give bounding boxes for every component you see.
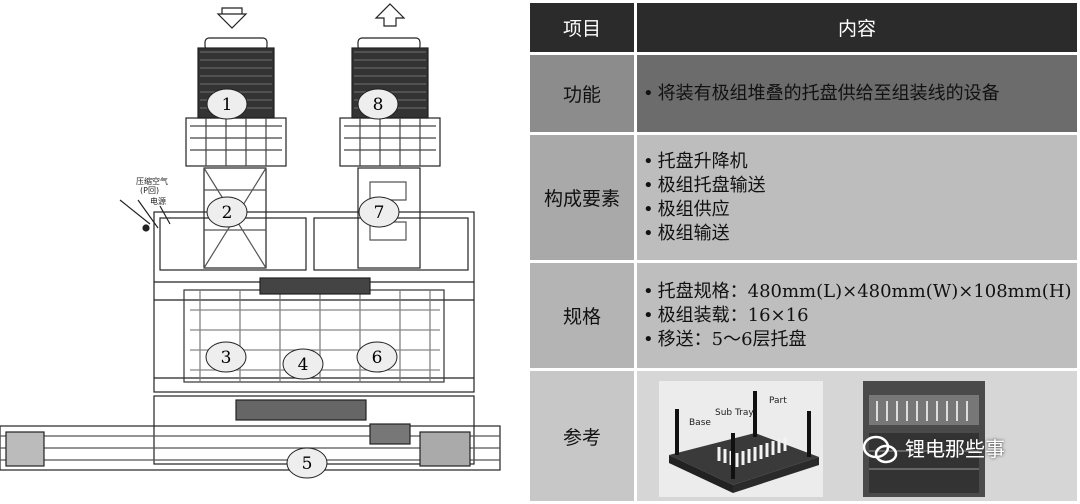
tray-label-sub-tray: Sub Tray bbox=[715, 407, 754, 418]
marker-2: 2 bbox=[206, 196, 248, 228]
svg-text:6: 6 bbox=[372, 348, 383, 368]
marker-5: 5 bbox=[286, 447, 328, 479]
watermark-text: 锂电那些事 bbox=[905, 436, 1005, 461]
down-arrow-icon bbox=[216, 7, 248, 29]
utility-label-line-2: (P回) bbox=[140, 186, 159, 195]
marker-4: 4 bbox=[282, 348, 324, 380]
svg-text:3: 3 bbox=[221, 348, 232, 368]
reference-images: Sub Tray Part Base bbox=[637, 373, 1077, 500]
row-label: 构成要素 bbox=[527, 132, 637, 263]
marker-8: 8 bbox=[357, 88, 399, 120]
tray-label-part: Part bbox=[769, 395, 787, 406]
marker-7: 7 bbox=[358, 196, 400, 228]
row-label: 功能 bbox=[527, 52, 637, 135]
utility-label-line-3: 电源 bbox=[150, 196, 166, 206]
table-row-function: 功能 将装有极组堆叠的托盘供给至组装线的设备 bbox=[527, 52, 1080, 135]
utility-connection bbox=[119, 199, 171, 232]
table-row-specs: 规格 托盘规格：480mm(L)×480mm(W)×108mm(H) 极组装载：… bbox=[527, 260, 1080, 371]
list-item: 将装有极组堆叠的托盘供给至组装线的设备 bbox=[643, 82, 1077, 106]
row-label: 规格 bbox=[527, 260, 637, 371]
row-content: Sub Tray Part Base bbox=[634, 368, 1080, 504]
list-item: 极组托盘输送 bbox=[643, 174, 1077, 198]
tray-illustration bbox=[669, 390, 819, 493]
marker-6: 6 bbox=[356, 341, 398, 373]
list-item: 移送：5～6层托盘 bbox=[643, 328, 1077, 352]
header-content: 内容 bbox=[634, 0, 1080, 55]
list-item: 托盘规格：480mm(L)×480mm(W)×108mm(H) bbox=[643, 280, 1077, 304]
list-item: 极组装载：16×16 bbox=[643, 304, 1077, 328]
table-row-reference: 参考 Sub Tray bbox=[527, 368, 1080, 504]
marker-3: 3 bbox=[205, 341, 247, 373]
header-item: 项目 bbox=[527, 0, 637, 55]
spec-table: 项目 内容 功能 将装有极组堆叠的托盘供给至组装线的设备 构成要素 托盘升降机 … bbox=[527, 0, 1080, 504]
svg-text:4: 4 bbox=[298, 355, 309, 375]
list-item: 托盘升降机 bbox=[643, 150, 1077, 174]
marker-1: 1 bbox=[206, 88, 248, 120]
svg-text:7: 7 bbox=[374, 203, 385, 223]
tray-label-base: Base bbox=[689, 417, 711, 428]
tray-photo: Sub Tray Part Base bbox=[659, 380, 823, 497]
right-tray-lifter bbox=[339, 37, 441, 269]
lower-conveyor bbox=[0, 395, 501, 471]
svg-text:1: 1 bbox=[222, 95, 233, 115]
row-label: 参考 bbox=[527, 368, 637, 504]
list-item: 极组供应 bbox=[643, 198, 1077, 222]
wechat-icon bbox=[862, 435, 898, 463]
utility-label-line-1: 压缩空气 bbox=[136, 176, 168, 186]
table-row-components: 构成要素 托盘升降机 极组托盘输送 极组供应 极组输送 bbox=[527, 132, 1080, 263]
svg-text:5: 5 bbox=[302, 454, 313, 474]
svg-text:2: 2 bbox=[222, 203, 233, 223]
row-content: 将装有极组堆叠的托盘供给至组装线的设备 bbox=[634, 52, 1080, 135]
svg-text:8: 8 bbox=[373, 95, 384, 115]
list-item: 极组输送 bbox=[643, 222, 1077, 246]
equipment-layout-drawing: 压缩空气 (P回) 电源 1 2 3 4 5 6 7 bbox=[0, 3, 501, 479]
left-tray-lifter bbox=[185, 37, 287, 269]
table-header: 项目 内容 bbox=[527, 0, 1080, 55]
row-content: 托盘规格：480mm(L)×480mm(W)×108mm(H) 极组装载：16×… bbox=[634, 260, 1080, 371]
up-arrow-icon bbox=[374, 3, 406, 27]
row-content: 托盘升降机 极组托盘输送 极组供应 极组输送 bbox=[634, 132, 1080, 263]
